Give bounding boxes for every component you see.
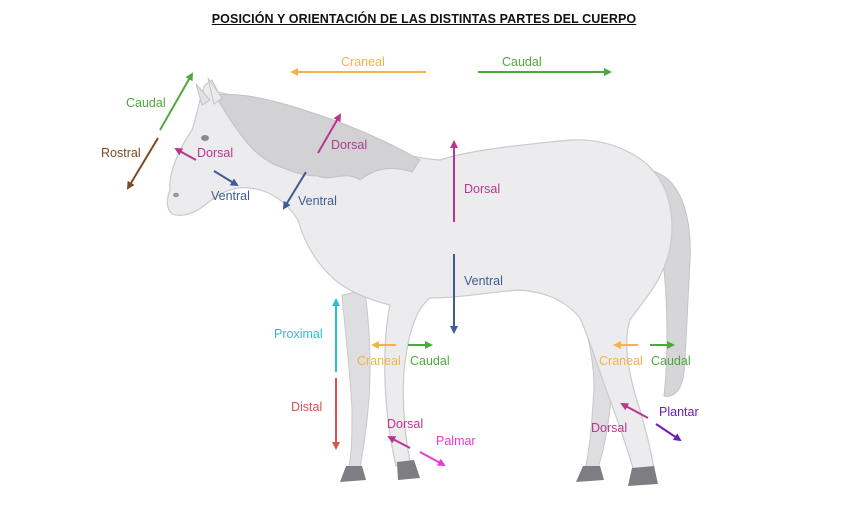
label-fore-craneal: Craneal: [357, 354, 401, 368]
label-fore-dorsal: Dorsal: [387, 417, 423, 431]
arrow-hind-dorsal: [620, 403, 649, 419]
diagram-title: POSICIÓN Y ORIENTACIÓN DE LAS DISTINTAS …: [211, 12, 637, 26]
label-hind-craneal: Craneal: [599, 354, 643, 368]
label-head-caudal: Caudal: [126, 96, 166, 110]
label-fore-palmar: Palmar: [436, 434, 476, 448]
label-hind-caudal: Caudal: [651, 354, 691, 368]
label-fore-caudal: Caudal: [410, 354, 450, 368]
horse-eye: [201, 135, 209, 141]
horse-illustration: [166, 77, 691, 486]
label-neck-dorsal: Dorsal: [331, 138, 367, 152]
arrow-head-dorsal: [174, 148, 197, 161]
arrow-head-rostral: [126, 137, 159, 190]
horse-mane: [214, 93, 421, 181]
label-body-ventral: Ventral: [464, 274, 503, 288]
horse-ear-back: [195, 83, 211, 106]
horse-hoof-hind-far: [576, 466, 604, 482]
label-body-dorsal: Dorsal: [464, 182, 500, 196]
label-neck-ventral: Ventral: [298, 194, 337, 208]
arrow-head-ventral: [213, 170, 239, 187]
label-head-ventral: Ventral: [211, 189, 250, 203]
orientation-arrows: [126, 68, 682, 466]
arrow-neck-ventral: [282, 171, 307, 210]
horse-far-foreleg: [341, 289, 371, 471]
horse-ear-front: [207, 77, 223, 105]
arrow-hind-plantar: [655, 423, 682, 442]
arrow-head-caudal: [159, 72, 193, 131]
label-head-dorsal: Dorsal: [197, 146, 233, 160]
horse-nostril: [173, 192, 179, 198]
label-limb-proximal: Proximal: [274, 327, 323, 341]
label-hind-plantar: Plantar: [659, 405, 699, 419]
orientation-labels: Caudal Rostral Dorsal Ventral Craneal Ca…: [101, 55, 699, 448]
arrow-fore-palmar: [419, 451, 446, 466]
label-limb-distal: Distal: [291, 400, 322, 414]
arrow-fore-dorsal: [387, 436, 411, 449]
horse-hoof-front-far: [340, 466, 366, 482]
horse-hoof-hind-near: [628, 466, 658, 486]
label-top-caudal: Caudal: [502, 55, 542, 69]
label-hind-dorsal: Dorsal: [591, 421, 627, 435]
label-head-rostral: Rostral: [101, 146, 141, 160]
label-top-craneal: Craneal: [341, 55, 385, 69]
arrow-neck-dorsal: [317, 113, 342, 154]
horse-hoof-front-near: [397, 460, 420, 480]
